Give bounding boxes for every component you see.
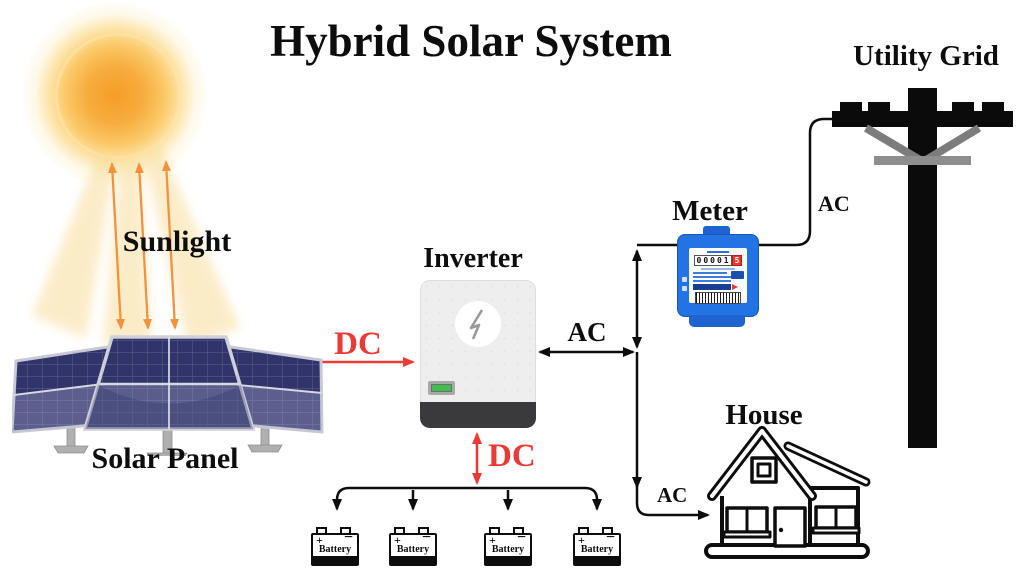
utility-pole-icon	[832, 88, 1013, 448]
utility-grid-label: Utility Grid	[853, 40, 999, 72]
battery-minus: −	[421, 533, 431, 546]
meter-label: Meter	[672, 195, 748, 227]
battery-icon: + − Battery	[389, 527, 437, 566]
battery-icon: + − Battery	[311, 527, 359, 566]
battery-label: Battery	[318, 544, 352, 555]
inverter-icon	[420, 280, 536, 428]
meter-bottom-tab	[689, 315, 745, 327]
battery-minus: −	[343, 533, 353, 546]
house-icon	[704, 426, 871, 559]
dc-flow-label-panel: DC	[334, 326, 382, 362]
ac-flow-label-house: AC	[657, 483, 688, 507]
meter-model-strip	[693, 284, 738, 290]
battery-minus: −	[605, 533, 615, 546]
meter-counter-digits: 00001	[693, 255, 732, 266]
meter-barcode	[695, 292, 741, 304]
dc-flow-label-battery: DC	[488, 438, 536, 474]
battery-plus: +	[578, 533, 585, 547]
battery-minus: −	[516, 533, 526, 546]
ac-flow-label-inverter: AC	[567, 317, 607, 347]
door	[773, 506, 807, 548]
ac-flow-label-grid: AC	[818, 191, 850, 216]
diagram-title: Hybrid Solar System	[270, 16, 672, 66]
meter-tariff-digit: 5	[731, 255, 743, 266]
wire-to-house	[635, 486, 710, 520]
meter-side-button	[682, 286, 687, 291]
battery-label: Battery	[580, 544, 614, 555]
meter-button	[731, 271, 744, 279]
battery-icon: + − Battery	[484, 527, 532, 566]
battery-label: Battery	[396, 544, 430, 555]
battery-icon: + − Battery	[573, 527, 621, 566]
house-label: House	[725, 399, 803, 431]
inverter-label: Inverter	[423, 243, 523, 274]
battery-plus: +	[316, 533, 323, 547]
solar-panel-icon	[12, 335, 324, 456]
lightning-icon	[455, 301, 501, 347]
solar-panel-label: Solar Panel	[91, 442, 239, 475]
inverter-display	[428, 381, 455, 395]
battery-plus: +	[394, 533, 401, 547]
battery-plus: +	[489, 533, 496, 547]
wire-meter-to-pole	[637, 117, 834, 247]
battery-distribution-line	[332, 486, 602, 511]
sunlight-label: Sunlight	[122, 225, 232, 258]
battery-label: Battery	[491, 544, 525, 555]
meter-top-tab	[703, 226, 730, 237]
sunlight-arrows	[107, 160, 180, 330]
meter-side-button	[682, 277, 687, 282]
inverter-base	[420, 402, 536, 428]
